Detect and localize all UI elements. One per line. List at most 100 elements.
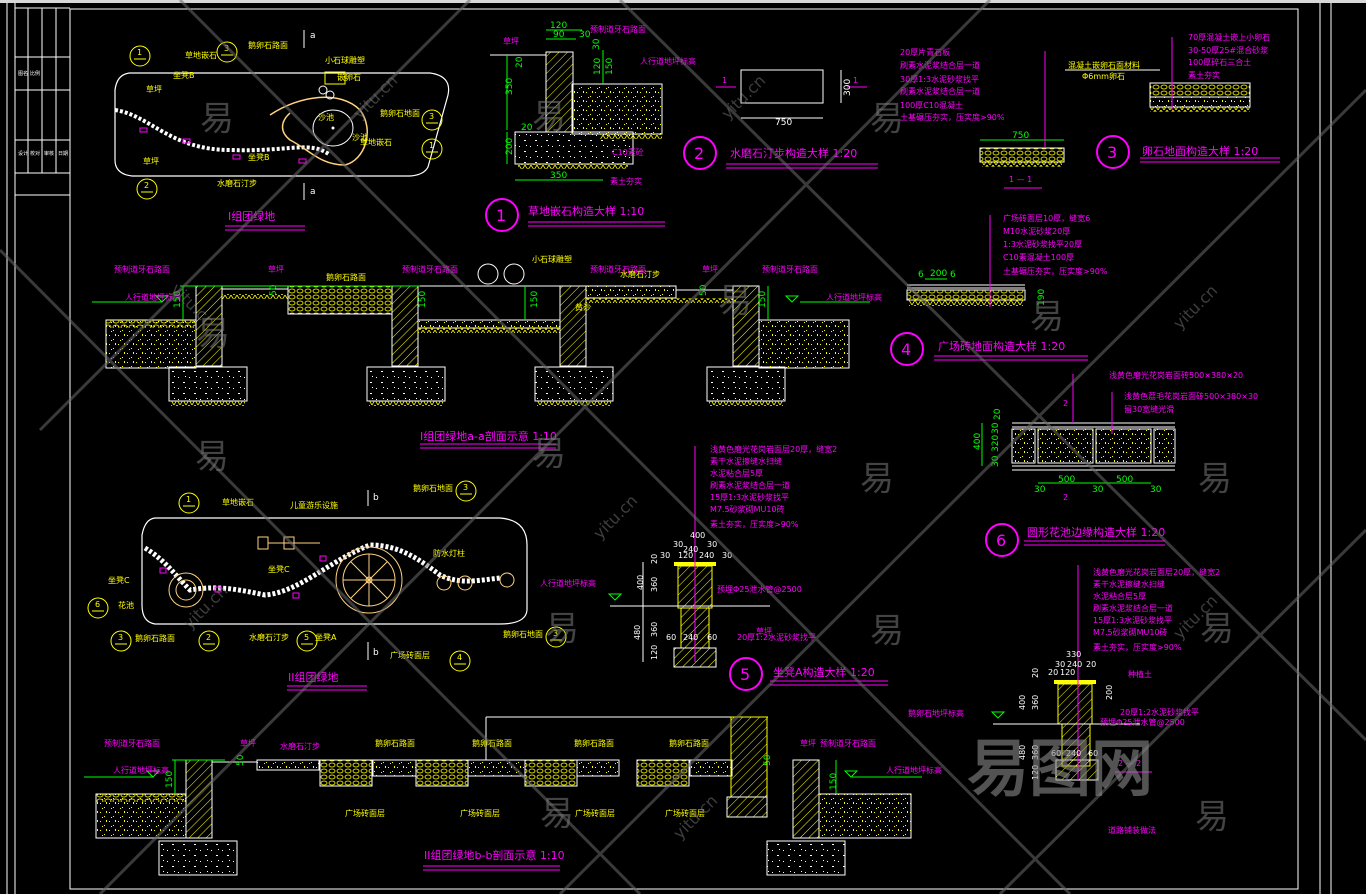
- detail22-note: 种植土: [1128, 669, 1152, 679]
- plan2-label: 鹅卵石路面: [135, 633, 175, 643]
- detail3-title: 卵石地面构造大样 1:20: [1142, 144, 1258, 158]
- section1-label: 人行道地坪标高: [826, 292, 882, 302]
- detail22-note: 鹅卵石地坪标高: [908, 708, 964, 718]
- detail2-dim-length: 750: [775, 118, 792, 128]
- detail5-note: 预埋Φ25泄水管@2500: [717, 584, 802, 594]
- detail22-layer: 刷素水泥浆结合层一道: [1093, 603, 1173, 613]
- section1-label: 预制道牙石路面: [402, 264, 458, 274]
- detail5-dim: 30: [707, 540, 717, 549]
- section1-label: 人行道地坪标高: [125, 292, 181, 302]
- section1-label: 水磨石汀步: [620, 269, 660, 279]
- detail1-dim: 30: [592, 38, 602, 50]
- detail5-layer: 浅黄色磨光花岗岩面层20厚，缝宽2: [710, 444, 837, 454]
- section2-label: 人行道地坪标高: [113, 765, 169, 775]
- detail22-dim: 240: [1066, 749, 1081, 758]
- detail22-dim: 330: [1066, 650, 1081, 659]
- watermark-glyph: 易: [196, 314, 230, 354]
- section1-label: 预制道牙石路面: [762, 264, 818, 274]
- detail6-label: 留30宽缝光滑: [1124, 404, 1174, 414]
- detail6-dim: 30: [1034, 485, 1046, 495]
- detail2-dim-width: 300: [843, 79, 853, 96]
- detail22-dim: 30: [1055, 660, 1065, 669]
- plan2-callout: 1: [186, 495, 191, 504]
- section2-dim: 50: [236, 754, 246, 766]
- detail5-dim: 240: [683, 633, 698, 642]
- title-block-labels: 图名比例设计校对审核日期: [18, 70, 68, 157]
- plan2-label: 鹅卵石地面: [413, 483, 453, 493]
- detail4-dim: 190: [1037, 289, 1047, 306]
- detail5-note: 20厚1:2水泥砂浆找平: [737, 632, 816, 642]
- section2-label: 人行道地坪标高: [886, 765, 942, 775]
- watermark-glyph: 易: [540, 794, 574, 834]
- plan1-label: 坐凳B: [173, 70, 195, 80]
- section-cut-label-right: 1: [853, 76, 858, 85]
- detail3-layer-right: 70厚混凝土嵌上小卵石: [1188, 32, 1270, 42]
- plan2-callout-circle: [449, 650, 471, 672]
- section1-label: 预制道牙石路面: [590, 264, 646, 274]
- plan1-callout: 2: [144, 181, 149, 190]
- plan1-label: 沙池: [318, 112, 334, 122]
- detail1-label: 草坪: [503, 36, 519, 46]
- section1-label: 鹅卵石路面: [326, 272, 366, 282]
- detail22-layer: M7.5砂浆砌MU10砖: [1093, 627, 1168, 637]
- detail5-dim: 480: [633, 625, 642, 640]
- detail3-layer-left: 刷素水泥浆结合层一道: [900, 60, 980, 70]
- detail22-dim: 360: [1031, 695, 1040, 710]
- detail5-layer: 刷素水泥浆结合层一道: [710, 480, 790, 490]
- detail5-dim: 20: [650, 554, 659, 564]
- plan2-callout-circle: [198, 630, 220, 652]
- section1-dim: 150: [758, 291, 768, 308]
- detail3-layer-left: 100厚C10混凝土: [900, 100, 963, 110]
- section2-label: 预制道牙石路面: [820, 738, 876, 748]
- detail22-dim: 20: [1031, 668, 1040, 678]
- detail6-label: 浅黄色荔毛花岗岩面砖500×380×30: [1124, 391, 1258, 401]
- detail6-dim: 400: [973, 433, 983, 450]
- detail5-layer: M7.5砂浆砌MU10砖: [710, 504, 785, 514]
- detail5-dim: 240: [683, 545, 698, 554]
- detail3-layer-right: 100厚碎石三合土: [1188, 57, 1251, 67]
- detail3-layer-right: 30-50厚25#混合砂浆: [1188, 45, 1268, 55]
- window-top-edge: [0, 0, 1366, 3]
- detail3-layer-left: 30厚1:3水泥砂浆找平: [900, 74, 979, 84]
- detail4-layer: C10素混凝土100厚: [1003, 252, 1074, 262]
- plan2-label: 坐凳C: [108, 575, 130, 585]
- section-mark-a-bottom: a: [310, 187, 316, 197]
- detail22-note: 预埋Φ25泄水管@2500: [1100, 717, 1185, 727]
- detail5-dim: 30: [722, 551, 732, 560]
- plan1-label: 小石球雕塑: [325, 55, 365, 65]
- section1-label: 黄沙: [575, 302, 591, 312]
- detail1-title: 草地嵌石构造大样 1:10: [528, 204, 644, 218]
- detail4-dim: 6: [950, 270, 956, 280]
- detail1-label: 预制道牙石路面: [590, 24, 646, 34]
- detail3-side-label: Φ6mm卵石: [1082, 71, 1125, 81]
- detail2-number: 2: [694, 144, 704, 163]
- watermark-glyph: 易: [200, 99, 234, 139]
- detail1-number: 1: [496, 206, 506, 225]
- detail5-dim: 360: [650, 622, 659, 637]
- detail22-dim: 480: [1018, 745, 1027, 760]
- plan2-label: 草地嵌石: [222, 497, 254, 507]
- plan1-title: I组团绿地: [228, 209, 275, 223]
- section2-label: 预制道牙石路面: [104, 738, 160, 748]
- detail22-dim: 360: [1031, 745, 1040, 760]
- plan1-label: 水磨石汀步: [217, 178, 257, 188]
- section1-dim: 150: [173, 291, 183, 308]
- title-block-row: 设计: [18, 150, 28, 157]
- detail1-dim: 20: [515, 56, 525, 68]
- detail4-layer: M10水泥砂浆20厚: [1003, 226, 1070, 236]
- section2-label: 鹅卵石路面: [375, 738, 415, 748]
- detail6-dim: 320: [991, 435, 1001, 452]
- plan1-label: 鹅卵石路面: [248, 40, 288, 50]
- section1-title: I组团绿地a-a剖面示意 1:10: [420, 429, 557, 443]
- detail1-dim: 350: [550, 171, 567, 181]
- detail1-dim: 350: [505, 78, 515, 95]
- detail5-note: 人行道地坪标高: [540, 578, 596, 588]
- section2-annotations: 预制道牙石路面人行道地坪标高草坪水磨石汀步鹅卵石路面鹅卵石路面鹅卵石路面鹅卵石路…: [104, 738, 942, 818]
- section1-label: 草坪: [268, 264, 284, 274]
- plan2-label: 广场砖面层: [390, 650, 430, 660]
- watermark-site: yitu.cn: [1169, 281, 1221, 333]
- detail6-dim: 30: [1150, 485, 1162, 495]
- plan1-callout: 1: [429, 141, 434, 150]
- plan2-label: 防水灯柱: [433, 548, 465, 558]
